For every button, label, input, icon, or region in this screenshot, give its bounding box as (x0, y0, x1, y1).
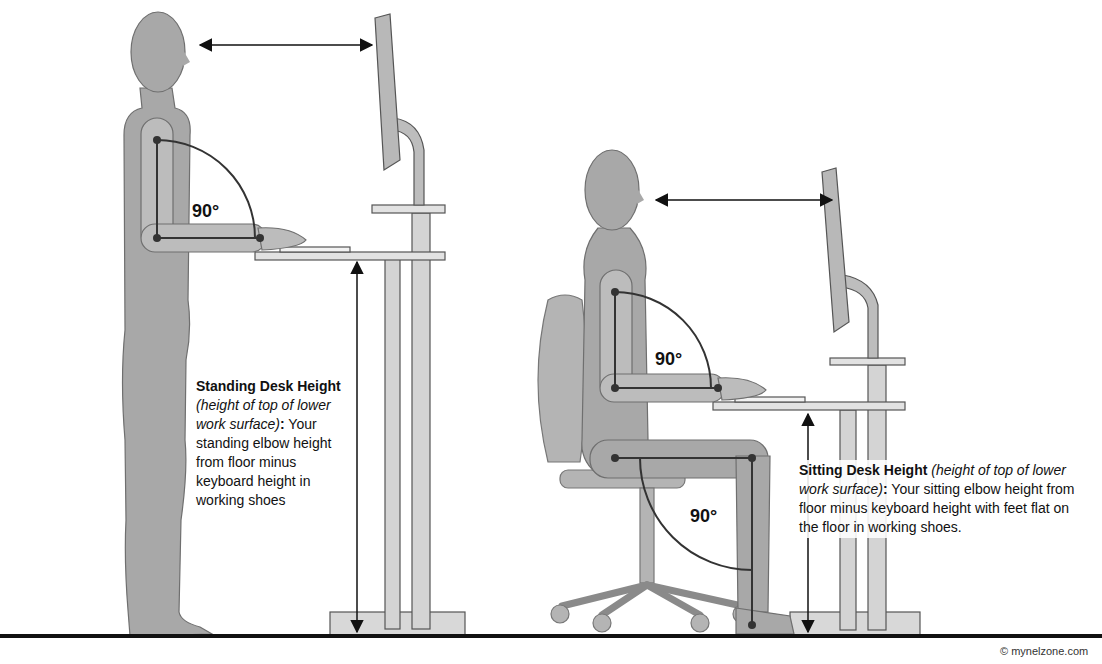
standing-desk (255, 14, 465, 636)
label-text: Sitting Desk Height (799, 462, 927, 478)
watermark: © mynelzone.com (1000, 645, 1088, 657)
label-text: 90° (690, 506, 717, 526)
label-text: Standing Desk Height (196, 378, 341, 394)
desk-height-note: Standing Desk Height (height of top of l… (194, 376, 348, 511)
angle-label: 90° (655, 348, 682, 370)
sitting-desk (713, 168, 920, 636)
angle-guide (157, 140, 260, 238)
label-text: : (280, 416, 285, 432)
label-text: 90° (192, 201, 219, 221)
angle-label: 90° (690, 505, 717, 527)
joint-dot (611, 288, 756, 629)
dimension-arrow (200, 45, 372, 632)
sitting-person (582, 150, 794, 634)
label-text: © mynelzone.com (1000, 645, 1088, 657)
joint-dot (153, 136, 264, 242)
angle-label: 90° (192, 200, 219, 222)
standing-person (123, 12, 307, 636)
desk-height-note: Sitting Desk Height (height of top of lo… (797, 460, 1091, 538)
dimension-arrow (656, 200, 832, 632)
label-text: 90° (655, 349, 682, 369)
label-text: : (883, 481, 888, 497)
angle-guide (615, 292, 752, 625)
floor-line (0, 634, 1102, 638)
